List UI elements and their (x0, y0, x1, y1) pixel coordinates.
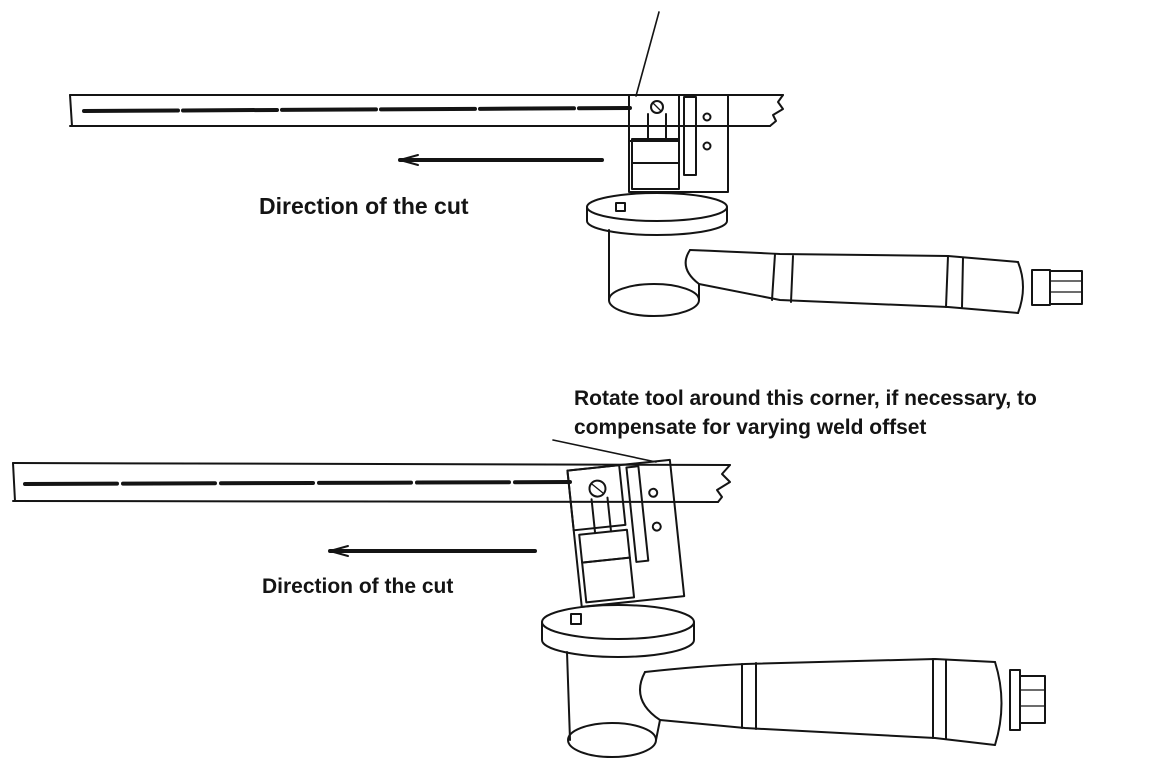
bottom-illustration (12, 439, 1046, 758)
bottom-pointer-line (552, 439, 657, 463)
bottom-body (566, 651, 661, 758)
top-collar (586, 192, 728, 236)
bottom-cutter-head (566, 458, 686, 608)
top-cutter-head (628, 94, 729, 193)
rotate-note-line-2: compensate for varying weld offset (574, 416, 927, 439)
bottom-plate (12, 462, 731, 503)
rotate-note: Rotate tool around this corner, if neces… (574, 384, 1037, 442)
bottom-collar (541, 604, 695, 658)
top-direction-arrow (398, 154, 604, 166)
top-handle (689, 249, 1083, 314)
bottom-handle (644, 658, 1046, 746)
bottom-direction-arrow (328, 545, 537, 557)
top-plate (69, 94, 784, 127)
rotate-note-line-1: Rotate tool around this corner, if neces… (574, 387, 1037, 410)
bottom-direction-label: Direction of the cut (262, 575, 454, 598)
top-illustration (69, 11, 1083, 317)
top-direction-label: Direction of the cut (259, 193, 469, 219)
top-pointer-line (635, 11, 660, 97)
top-body (608, 229, 700, 317)
